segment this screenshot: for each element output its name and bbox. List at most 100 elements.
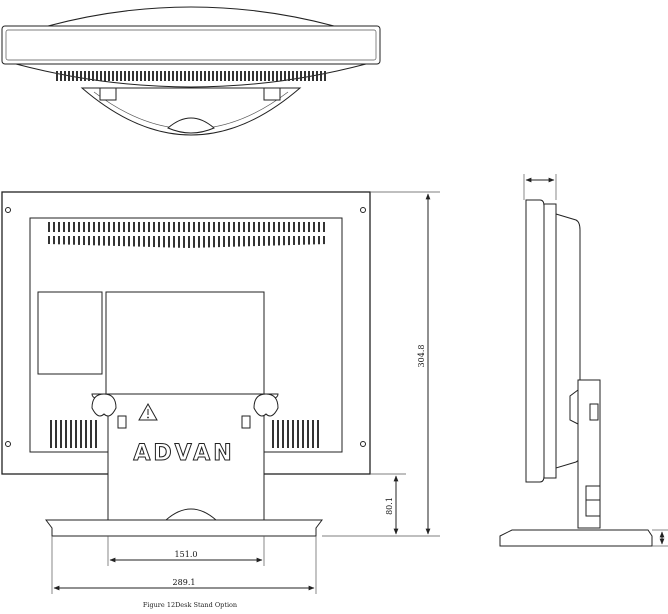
vent-slot <box>248 71 250 81</box>
vent-slot <box>283 222 285 232</box>
vent-slot <box>55 420 57 448</box>
vent-slot <box>133 236 135 246</box>
vent-slot <box>148 236 150 247</box>
vent-slot <box>63 222 65 232</box>
vent-slot <box>308 236 310 245</box>
vent-slot <box>303 222 305 232</box>
vent-slot <box>108 71 110 81</box>
vent-slot <box>148 222 150 232</box>
vent-slot <box>298 236 300 245</box>
vent-slot <box>204 71 206 81</box>
vent-slot <box>196 71 198 81</box>
vent-slot <box>260 71 262 81</box>
vent-slot <box>68 71 70 81</box>
vent-slot <box>317 420 319 448</box>
vent-slot <box>163 222 165 232</box>
vent-slot <box>278 222 280 232</box>
vent-slot <box>282 420 284 448</box>
vent-slot <box>73 236 75 245</box>
vent-slot <box>263 236 265 246</box>
vent-slot <box>316 71 318 81</box>
vent-slot <box>324 71 326 81</box>
vent-slot <box>208 222 210 232</box>
vent-slot <box>292 71 294 81</box>
vent-slot <box>318 236 320 244</box>
vent-slot <box>212 71 214 81</box>
vent-slot <box>223 222 225 232</box>
vent-slot <box>103 236 105 246</box>
vent-slot <box>160 71 162 81</box>
vent-slot <box>272 71 274 81</box>
vent-slot <box>248 222 250 232</box>
vent-slot <box>268 236 270 246</box>
vent-slot <box>153 236 155 247</box>
vent-slot <box>308 222 310 232</box>
vent-slot <box>116 71 118 81</box>
vent-slot <box>203 222 205 232</box>
vent-slot <box>268 71 270 81</box>
vent-slot <box>293 236 295 245</box>
vent-slot <box>188 71 190 81</box>
vent-slot <box>78 236 80 245</box>
vent-slot <box>218 236 220 247</box>
vent-slot <box>96 71 98 81</box>
screw-icon <box>361 442 366 447</box>
vent-slot <box>140 71 142 81</box>
vent-slot <box>88 236 90 245</box>
vent-slot <box>68 222 70 232</box>
vent-slot <box>238 222 240 232</box>
vent-slot <box>53 236 55 244</box>
vent-slot <box>188 236 190 248</box>
vent-slot <box>292 420 294 448</box>
vent-slot <box>136 71 138 81</box>
vent-slot <box>307 420 309 448</box>
vent-slot <box>268 222 270 232</box>
vent-slot <box>228 71 230 81</box>
vent-slot <box>288 222 290 232</box>
vent-slot <box>208 236 210 247</box>
vent-slot <box>100 71 102 81</box>
vent-slot <box>218 222 220 232</box>
vent-slot <box>228 222 230 232</box>
vent-slot <box>304 71 306 81</box>
vent-slot <box>220 71 222 81</box>
vent-slot <box>278 236 280 245</box>
vent-slot <box>180 71 182 81</box>
vent-slot <box>193 236 195 248</box>
vent-slot <box>313 222 315 232</box>
vent-slot <box>78 222 80 232</box>
vent-slot <box>296 71 298 81</box>
vent-slot <box>64 71 66 81</box>
vent-slot <box>164 71 166 81</box>
vent-slot <box>276 71 278 81</box>
vent-slot <box>243 222 245 232</box>
vent-slot <box>236 71 238 81</box>
vent-slot <box>240 71 242 81</box>
vent-slot <box>90 420 92 448</box>
vent-slot <box>200 71 202 81</box>
vent-slot <box>92 71 94 81</box>
vent-slot <box>248 236 250 246</box>
vent-slot <box>112 71 114 81</box>
vent-slot <box>118 236 120 246</box>
vent-slot <box>253 222 255 232</box>
vent-slot <box>73 222 75 232</box>
vent-slot <box>133 222 135 232</box>
vent-slot <box>192 71 194 81</box>
figure-caption: Figure 12Desk Stand Option <box>0 601 380 609</box>
vent-slot <box>244 71 246 81</box>
screw-icon <box>6 442 11 447</box>
dimension-base-width: 289.1 <box>173 578 196 587</box>
vent-slot <box>232 71 234 81</box>
vent-slot <box>60 420 62 448</box>
vent-slot <box>277 420 279 448</box>
vent-slot <box>172 71 174 81</box>
vent-slot <box>48 236 50 244</box>
vent-slot <box>263 222 265 232</box>
vent-slot <box>156 71 158 81</box>
vent-slot <box>80 71 82 81</box>
vent-slot <box>264 71 266 81</box>
vent-slot <box>56 71 58 81</box>
vent-slot <box>273 222 275 232</box>
